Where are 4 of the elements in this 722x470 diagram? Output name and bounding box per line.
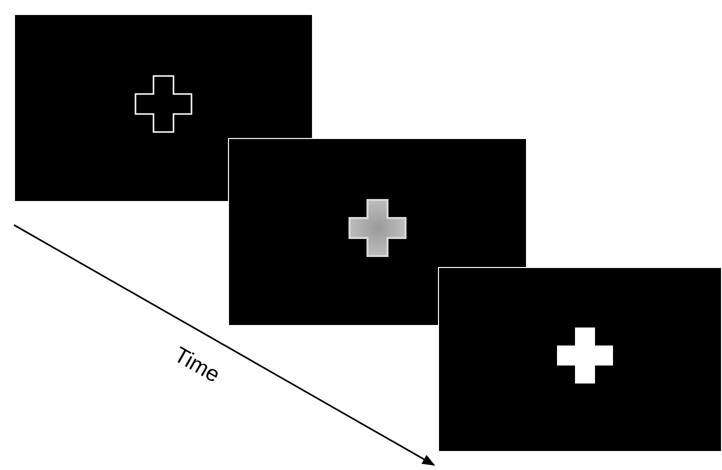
screen-display	[14, 14, 313, 202]
axis-label: Time	[170, 342, 224, 388]
screen-display	[438, 267, 722, 452]
screen-display	[228, 138, 527, 326]
